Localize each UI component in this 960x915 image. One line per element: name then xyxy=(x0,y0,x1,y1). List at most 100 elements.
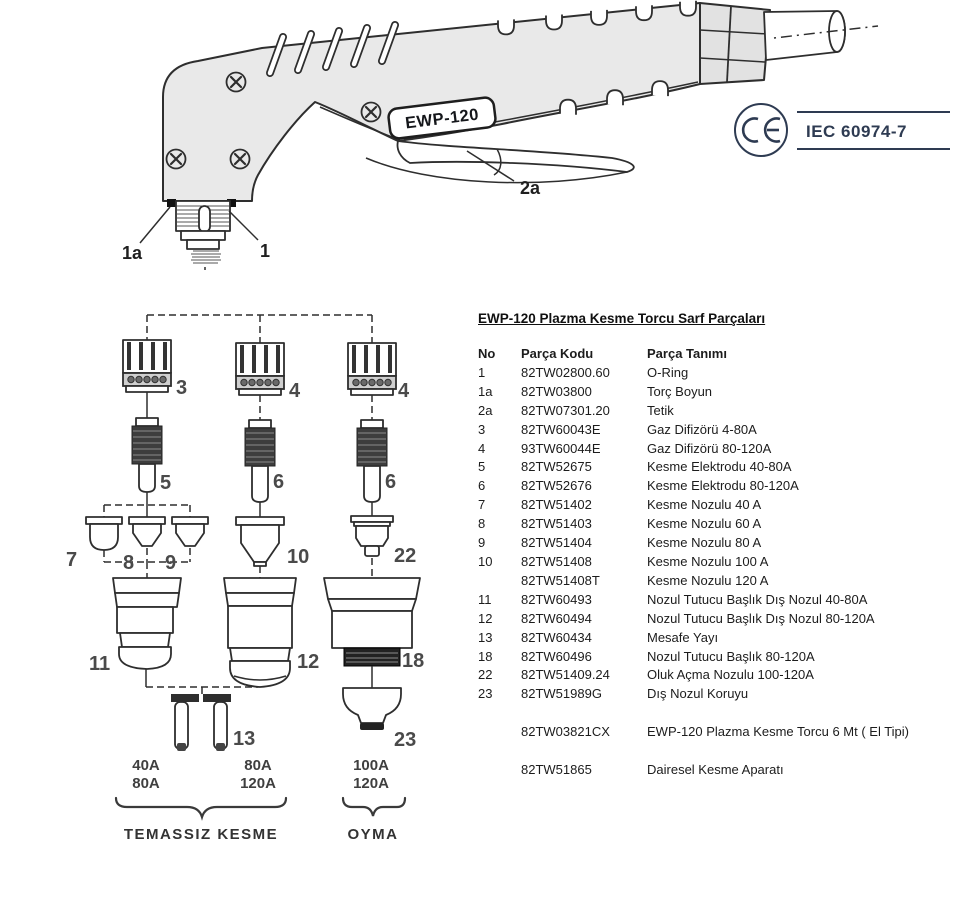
part-label-6b: 6 xyxy=(385,471,396,493)
exploded-parts-diagram: 3 4 xyxy=(66,314,424,843)
cell-no: 7 xyxy=(478,497,486,513)
cell-no xyxy=(478,723,521,742)
table-row: 3 82TW60043E Gaz Difizörü 4-80A xyxy=(478,421,956,440)
cable-axis-line xyxy=(773,25,879,39)
callout-1: 1 xyxy=(260,241,270,261)
part-gouging-nozzle-22: 22 xyxy=(350,502,416,578)
cell-code: 93TW60044E xyxy=(521,440,601,456)
handle-seam-2 xyxy=(319,106,401,141)
torch-illustration: EWP-120 1a 1 2a IEC 60974-7 xyxy=(122,0,950,270)
part-label-6a: 6 xyxy=(273,471,284,493)
cell-desc: Nozul Tutucu Başlık Dış Nozul 80-120A xyxy=(647,610,875,626)
table-row: 9 82TW51404 Kesme Nozulu 80 A xyxy=(478,534,956,553)
table-row: 1a 82TW03800 Torç Boyun xyxy=(478,383,956,402)
head-screws xyxy=(165,71,382,170)
cell-no: 6 xyxy=(478,478,486,494)
amp-col2-line2: 120A xyxy=(240,775,276,792)
cell-desc: Gaz Difizörü 4-80A xyxy=(647,421,757,437)
table-extra-row: 82TW51865 Dairesel Kesme Aparatı xyxy=(478,761,956,780)
iec-standard-text: IEC 60974-7 xyxy=(806,122,907,141)
part-label-12: 12 xyxy=(297,651,319,673)
lower-connectors xyxy=(146,686,258,696)
cell-desc: Nozul Tutucu Başlık Dış Nozul 40-80A xyxy=(647,591,868,607)
cell-code: 82TW03800 xyxy=(521,383,592,399)
parts-table: EWP-120 Plazma Kesme Torcu Sarf Parçalar… xyxy=(478,311,956,780)
part-nozzle-9: 9 xyxy=(165,516,209,574)
part-spacer-spring-13: 13 xyxy=(171,694,255,751)
cell-desc: Dairesel Kesme Aparatı xyxy=(647,762,784,778)
part-electrode-5: 5 xyxy=(131,417,171,494)
cell-code: 82TW51409.24 xyxy=(521,667,610,683)
cell-code: 82TW07301.20 xyxy=(521,402,610,418)
table-row: 8 82TW51403 Kesme Nozulu 60 A xyxy=(478,515,956,534)
iec-standard-label: IEC 60974-7 xyxy=(797,111,950,150)
cell-no: 10 xyxy=(478,553,493,569)
part-shield-23: 23 xyxy=(342,687,416,751)
callout-2a: 2a xyxy=(520,178,541,198)
part-label-9: 9 xyxy=(165,552,176,574)
cell-no: 8 xyxy=(478,516,486,532)
cell-no: 13 xyxy=(478,629,493,645)
bottom-notches xyxy=(559,80,669,115)
table-row: 5 82TW52675 Kesme Elektrodu 40-80A xyxy=(478,458,956,477)
torch-neck xyxy=(167,199,236,264)
cell-desc: Kesme Nozulu 100 A xyxy=(647,553,769,569)
table-row: 18 82TW60496 Nozul Tutucu Başlık 80-120A xyxy=(478,648,956,667)
callout-lines xyxy=(139,150,515,244)
cell-no: 3 xyxy=(478,421,486,437)
part-gas-diffuser-4-mid: 4 xyxy=(235,342,301,402)
part-label-10: 10 xyxy=(287,546,309,568)
table-row: 13 82TW60434 Mesafe Yayı xyxy=(478,629,956,648)
table-row: 22 82TW51409.24 Oluk Açma Nozulu 100-120… xyxy=(478,666,956,685)
cell-no xyxy=(478,572,521,591)
cell-code: 82TW60494 xyxy=(521,610,592,626)
cell-code: 82TW51402 xyxy=(521,497,592,513)
table-row: 7 82TW51402 Kesme Nozulu 40 A xyxy=(478,496,956,515)
parts-table-rows: 1 82TW02800.60 O-Ring 1a 82TW03800 Torç … xyxy=(478,364,956,704)
table-row: 23 82TW51989G Dış Nozul Koruyu xyxy=(478,685,956,704)
cell-code: 82TW60496 xyxy=(521,648,592,664)
caption-gouging: OYMA xyxy=(348,826,399,843)
cell-desc: EWP-120 Plazma Kesme Torcu 6 Mt ( El Tip… xyxy=(647,724,910,740)
part-gas-diffuser-3: 3 xyxy=(122,339,187,399)
header-desc: Parça Tanımı xyxy=(647,346,727,361)
cell-desc: Torç Boyun xyxy=(647,383,713,399)
part-label-23: 23 xyxy=(394,729,416,751)
amp-col3-line2: 120A xyxy=(353,775,389,792)
cell-desc: Kesme Nozulu 40 A xyxy=(647,497,762,513)
header-no: No xyxy=(478,346,496,361)
part-nozzle-8: 8 xyxy=(123,516,166,574)
cell-no: 11 xyxy=(478,591,492,607)
part-nozzle-7: 7 xyxy=(66,516,123,571)
cell-desc: Dış Nozul Koruyu xyxy=(647,686,749,702)
cell-no: 12 xyxy=(478,610,493,626)
handle-end-cap xyxy=(699,2,771,85)
connector-lines xyxy=(146,314,373,420)
cell-code: 82TW52676 xyxy=(521,478,592,494)
cell-desc: Oluk Açma Nozulu 100-120A xyxy=(647,667,814,683)
part-label-7: 7 xyxy=(66,549,77,571)
cell-no: 23 xyxy=(478,686,493,702)
cell-no: 5 xyxy=(478,459,486,475)
parts-table-title: EWP-120 Plazma Kesme Torcu Sarf Parçalar… xyxy=(478,311,766,326)
cell-desc: Gaz Difizörü 80-120A xyxy=(647,440,772,456)
table-row: 10 82TW51408 Kesme Nozulu 100 A xyxy=(478,553,956,572)
table-row: 2a 82TW07301.20 Tetik xyxy=(478,402,956,421)
table-row: 1 82TW02800.60 O-Ring xyxy=(478,364,956,383)
part-retaining-cap-18: 18 xyxy=(323,577,424,688)
amp-col2-line1: 80A xyxy=(244,757,272,774)
amp-col1-line1: 40A xyxy=(132,757,160,774)
part-electrode-6-right: 6 xyxy=(356,419,396,503)
table-row: 4 93TW60044E Gaz Difizörü 80-120A xyxy=(478,440,956,459)
top-notches xyxy=(497,0,697,36)
amp-col1-line2: 80A xyxy=(132,775,160,792)
part-label-4a: 4 xyxy=(289,380,301,402)
cell-code: 82TW60493 xyxy=(521,591,592,607)
cell-no: 18 xyxy=(478,648,493,664)
cell-code: 82TW51408 xyxy=(521,553,592,569)
part-label-18: 18 xyxy=(402,650,424,672)
torch-cable xyxy=(763,10,879,61)
cell-code: 82TW60043E xyxy=(521,421,601,437)
cell-code: 82TW03821CX xyxy=(521,724,610,740)
part-retaining-cap-12: 12 xyxy=(223,577,319,688)
